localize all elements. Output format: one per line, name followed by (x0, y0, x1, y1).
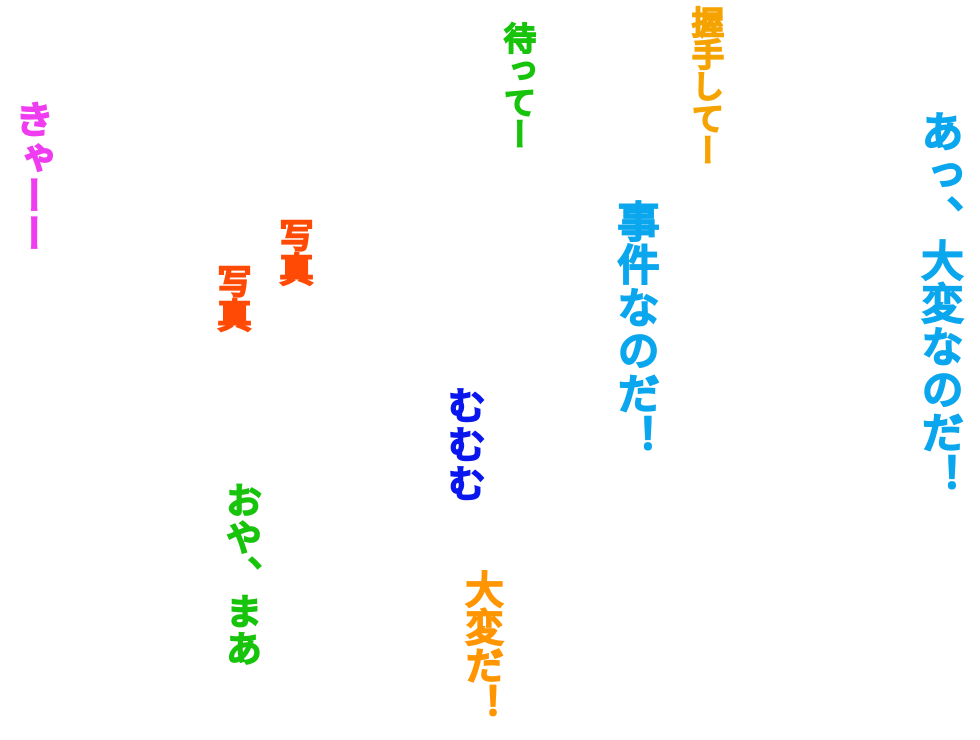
phrase-taihen-da: 大変だ！ (458, 569, 504, 723)
phrase-jiken: 事件なのだ！ (610, 199, 661, 459)
phrase-oya-maa: おや、まあ (219, 481, 262, 668)
phrase-shashin-1: 写真 (272, 217, 314, 287)
phrase-anot-taihen: あっ、大変なのだ！ (914, 109, 965, 498)
phrase-akushu: 握手してー (686, 5, 726, 167)
phrase-matte: 待ってー (498, 21, 538, 151)
phrase-mumumu: むむむ (440, 385, 486, 504)
phrase-shashin-2: 写真 (210, 263, 252, 333)
phrase-kya: きゃーー (8, 99, 54, 253)
